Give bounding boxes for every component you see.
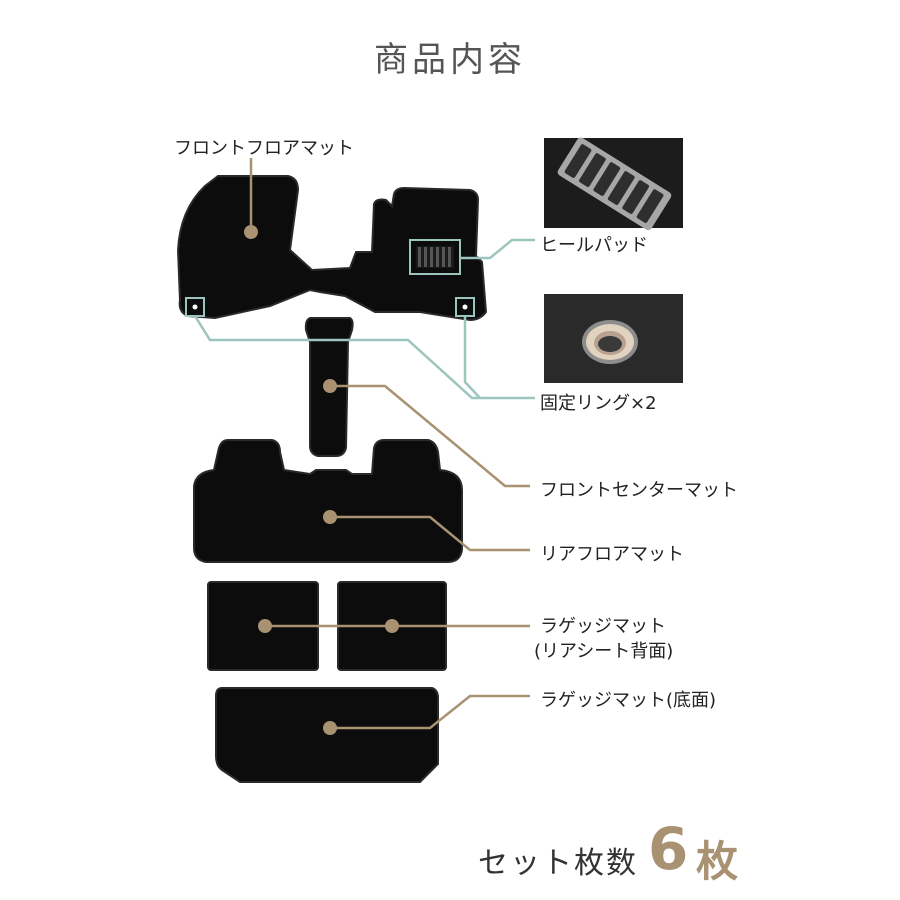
label-ring: 固定リング×2 xyxy=(540,393,657,414)
leader-ring-right xyxy=(463,316,481,399)
leader-luggage-bottom xyxy=(330,694,530,730)
label-luggage-back-line1: ラゲッジマット xyxy=(540,616,666,637)
leader-heel-pad xyxy=(460,238,535,260)
set-count-label: セット枚数 xyxy=(478,846,638,881)
dot-front-center xyxy=(323,379,337,393)
heel-pad-thumbnail xyxy=(544,137,683,231)
label-luggage-bottom: ラゲッジマット(底面) xyxy=(540,690,717,711)
rear-floor-mat xyxy=(193,439,463,563)
label-front-center: フロントセンターマット xyxy=(540,480,738,501)
leader-ring-left xyxy=(193,315,535,400)
dot-front-floor xyxy=(244,225,258,239)
luggage-bottom-mat xyxy=(215,687,439,783)
dot-rear-floor xyxy=(323,510,337,524)
leader-front-center xyxy=(330,384,530,488)
label-luggage-back-line2: (リアシート背面) xyxy=(534,641,674,662)
heel-pad-stripes xyxy=(416,246,454,268)
teal-leader-lines xyxy=(193,238,535,400)
ring-dot-left xyxy=(192,304,198,310)
label-rear-floor: リアフロアマット xyxy=(540,544,684,565)
page-title: 商品内容 xyxy=(374,40,526,80)
leader-rear-floor xyxy=(330,515,530,552)
dot-luggage-back-left xyxy=(258,619,272,633)
ring-thumbnail xyxy=(544,294,683,383)
dot-luggage-bottom xyxy=(323,721,337,735)
set-count-unit: 枚 xyxy=(696,837,739,886)
dot-luggage-back-right xyxy=(385,619,399,633)
label-front-floor: フロントフロアマット xyxy=(174,138,354,159)
front-floor-mat xyxy=(176,175,488,322)
label-heel-pad: ヒールパッド xyxy=(540,235,648,256)
leader-dots xyxy=(244,225,399,735)
ring-dot-right xyxy=(462,304,468,310)
set-count-number: 6 xyxy=(648,815,689,883)
